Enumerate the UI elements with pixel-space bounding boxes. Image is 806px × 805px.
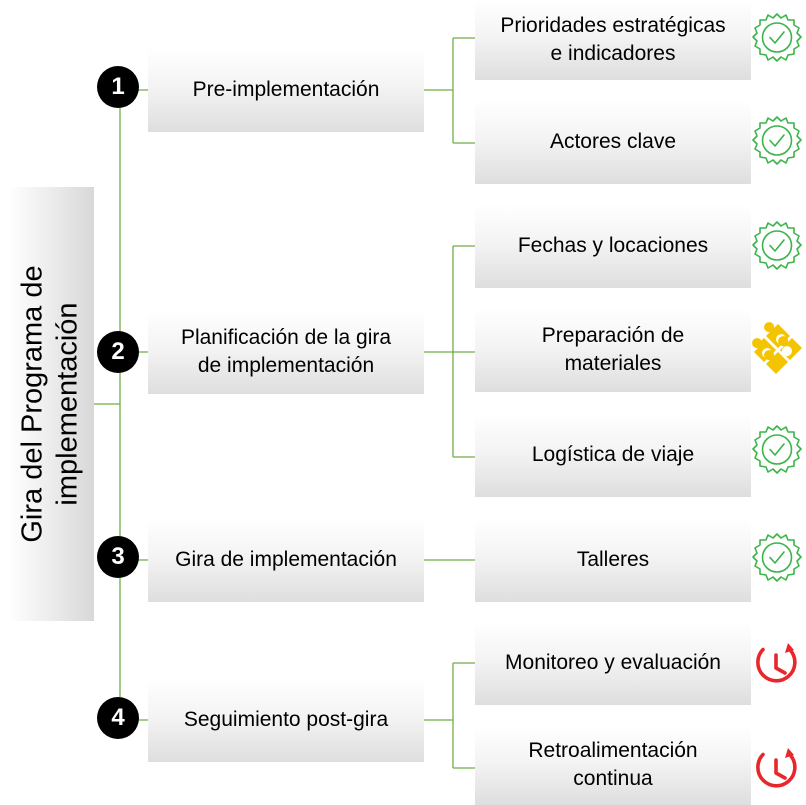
phase-label: Seguimiento post-gira <box>183 708 389 732</box>
check-badge-icon <box>752 13 802 62</box>
task-box-5: Logística de viaje <box>475 413 751 497</box>
task-label: Preparación de materiales <box>541 324 685 375</box>
phase-box-2: Planificación de la gira de implementaci… <box>148 310 424 394</box>
phase-box-4: Seguimiento post-gira <box>148 678 424 762</box>
task-label: Fechas y locaciones <box>517 234 709 258</box>
phase-label: Gira de implementación <box>175 548 397 572</box>
clock-icon <box>756 643 797 683</box>
task-box-7: Monitoreo y evaluación <box>475 621 751 705</box>
phase-number-badge: 4 <box>97 697 139 739</box>
check-badge-icon <box>752 116 802 165</box>
program-title-box <box>8 187 94 621</box>
clock-icon <box>756 748 797 788</box>
task-label: Monitoreo y evaluación <box>505 651 721 675</box>
task-label: Actores clave <box>549 130 677 154</box>
task-label: Retroalimentación continua <box>528 739 698 790</box>
phase-box-1: Pre-implementación <box>148 48 424 132</box>
task-box-2: Actores clave <box>475 100 751 184</box>
phase-label: Pre-implementación <box>192 78 380 102</box>
phase-box-3: Gira de implementación <box>148 518 424 602</box>
task-box-1: Prioridades estratégicas e indicadores <box>475 0 751 80</box>
task-label: Talleres <box>576 548 650 572</box>
puzzle-icon <box>752 322 802 374</box>
task-box-4: Preparación de materiales <box>475 308 751 392</box>
check-badge-icon <box>752 533 802 582</box>
phase-label: Planificación de la gira de implementaci… <box>180 326 392 377</box>
task-label: Prioridades estratégicas e indicadores <box>500 14 726 65</box>
task-label: Logística de viaje <box>531 443 695 467</box>
check-badge-icon <box>752 221 802 270</box>
program-title: Gira del Programa de implementación <box>16 265 84 543</box>
phase-number-badge: 2 <box>97 331 139 373</box>
phase-number-badge: 3 <box>97 536 139 578</box>
task-box-8: Retroalimentación continua <box>475 725 751 805</box>
task-box-6: Talleres <box>475 518 751 602</box>
task-box-3: Fechas y locaciones <box>475 204 751 288</box>
phase-number-badge: 1 <box>97 66 139 108</box>
check-badge-icon <box>752 425 802 474</box>
